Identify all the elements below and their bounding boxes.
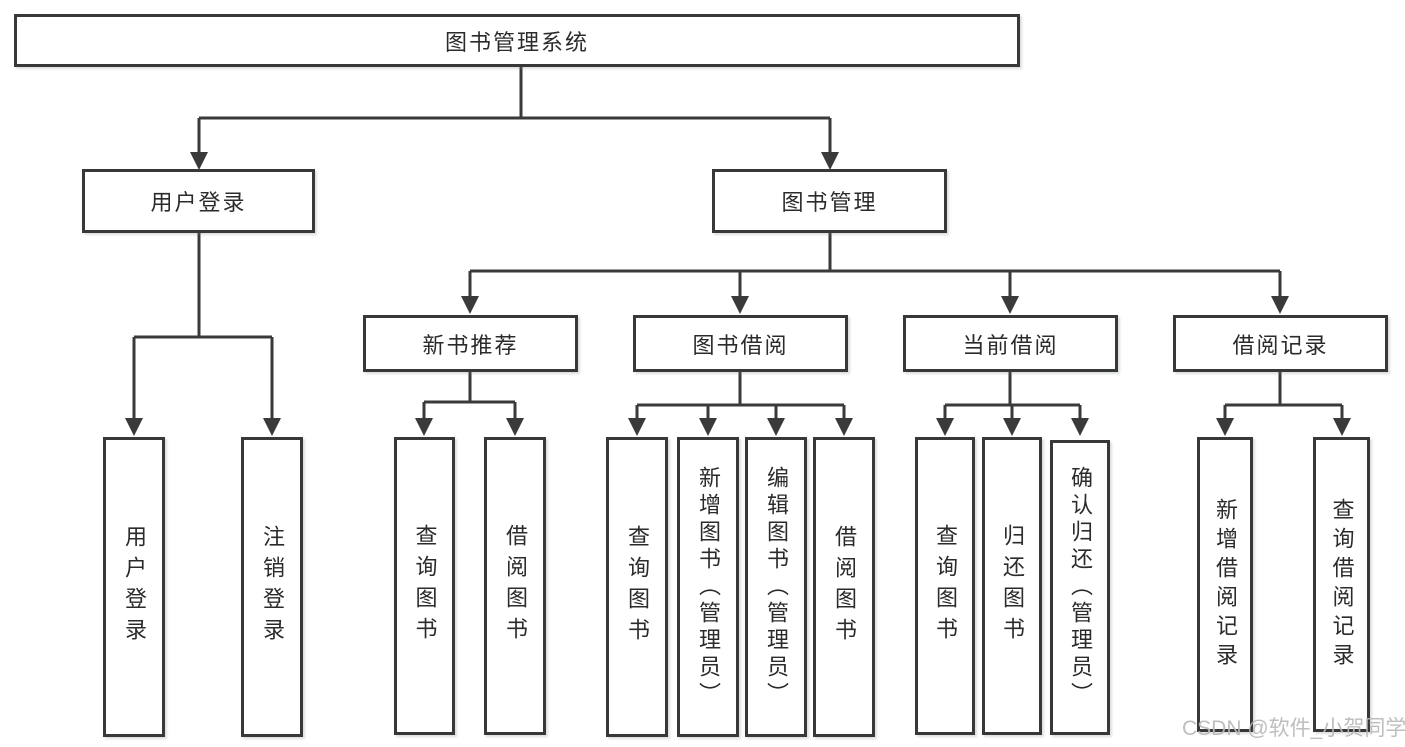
leaf-query-books-recommend-label: 查询图书 bbox=[412, 524, 438, 648]
connector-book-borrow-branch bbox=[628, 372, 853, 436]
node-user-login: 用户登录 bbox=[82, 169, 315, 233]
leaf-borrow-books-recommend-label: 借阅图书 bbox=[503, 524, 528, 648]
node-book-borrowing: 图书借阅 bbox=[633, 315, 848, 372]
csdn-watermark: CSDN @软件_小贺同学 bbox=[1182, 717, 1405, 740]
leaf-logout: 注销登录 bbox=[241, 437, 303, 737]
leaf-query-books-current: 查询图书 bbox=[915, 437, 975, 735]
connector-user-login-branch bbox=[125, 233, 281, 436]
node-book-management: 图书管理 bbox=[712, 169, 947, 233]
leaf-confirm-return-admin: 确认归还（管理员） bbox=[1050, 440, 1110, 735]
leaf-borrow-books-recommend: 借阅图书 bbox=[484, 437, 546, 735]
node-new-book-recommend: 新书推荐 bbox=[363, 315, 578, 372]
leaf-return-books-label: 归还图书 bbox=[1000, 524, 1025, 648]
leaf-confirm-return-admin-label: 确认归还（管理员） bbox=[1068, 466, 1093, 709]
leaf-add-books-admin: 新增图书（管理员） bbox=[677, 437, 739, 737]
node-new-book-recommend-label: 新书推荐 bbox=[422, 332, 519, 358]
connector-book-mgmt-to-level3 bbox=[461, 233, 1289, 314]
connector-root-to-level2 bbox=[190, 66, 839, 170]
connector-new-book-branch bbox=[415, 372, 524, 436]
leaf-add-borrow-record-label: 新增借阅记录 bbox=[1213, 497, 1238, 672]
leaf-borrow-books-label: 借阅图书 bbox=[832, 525, 857, 649]
node-current-borrowing: 当前借阅 bbox=[903, 315, 1118, 372]
node-user-login-label: 用户登录 bbox=[150, 190, 247, 215]
leaf-edit-books-admin: 编辑图书（管理员） bbox=[745, 437, 807, 737]
leaf-query-books-recommend: 查询图书 bbox=[394, 437, 455, 735]
leaf-add-books-admin-label: 新增图书（管理员） bbox=[696, 465, 721, 709]
leaf-query-books-borrow-label: 查询图书 bbox=[625, 525, 650, 649]
leaf-query-borrow-record: 查询借阅记录 bbox=[1313, 437, 1370, 732]
leaf-user-login-label: 用户登录 bbox=[122, 525, 147, 649]
node-book-management-label: 图书管理 bbox=[781, 190, 878, 215]
leaf-borrow-books: 借阅图书 bbox=[813, 437, 875, 737]
leaf-query-books-current-label: 查询图书 bbox=[933, 524, 958, 648]
leaf-user-login: 用户登录 bbox=[103, 437, 165, 737]
leaf-add-borrow-record: 新增借阅记录 bbox=[1197, 437, 1253, 732]
node-library-system: 图书管理系统 bbox=[14, 14, 1020, 67]
leaf-edit-books-admin-label: 编辑图书（管理员） bbox=[764, 465, 789, 709]
node-book-borrowing-label: 图书借阅 bbox=[692, 332, 789, 358]
node-borrowing-records: 借阅记录 bbox=[1173, 315, 1388, 372]
node-library-system-label: 图书管理系统 bbox=[444, 29, 589, 55]
leaf-return-books: 归还图书 bbox=[982, 437, 1042, 735]
connector-current-borrow-branch bbox=[936, 372, 1089, 436]
leaf-query-borrow-record-label: 查询借阅记录 bbox=[1329, 497, 1355, 672]
node-current-borrowing-label: 当前借阅 bbox=[962, 332, 1059, 358]
connector-records-branch bbox=[1216, 372, 1351, 436]
leaf-logout-label: 注销登录 bbox=[260, 525, 285, 649]
leaf-query-books-borrow: 查询图书 bbox=[606, 437, 668, 737]
node-borrowing-records-label: 借阅记录 bbox=[1232, 332, 1329, 358]
